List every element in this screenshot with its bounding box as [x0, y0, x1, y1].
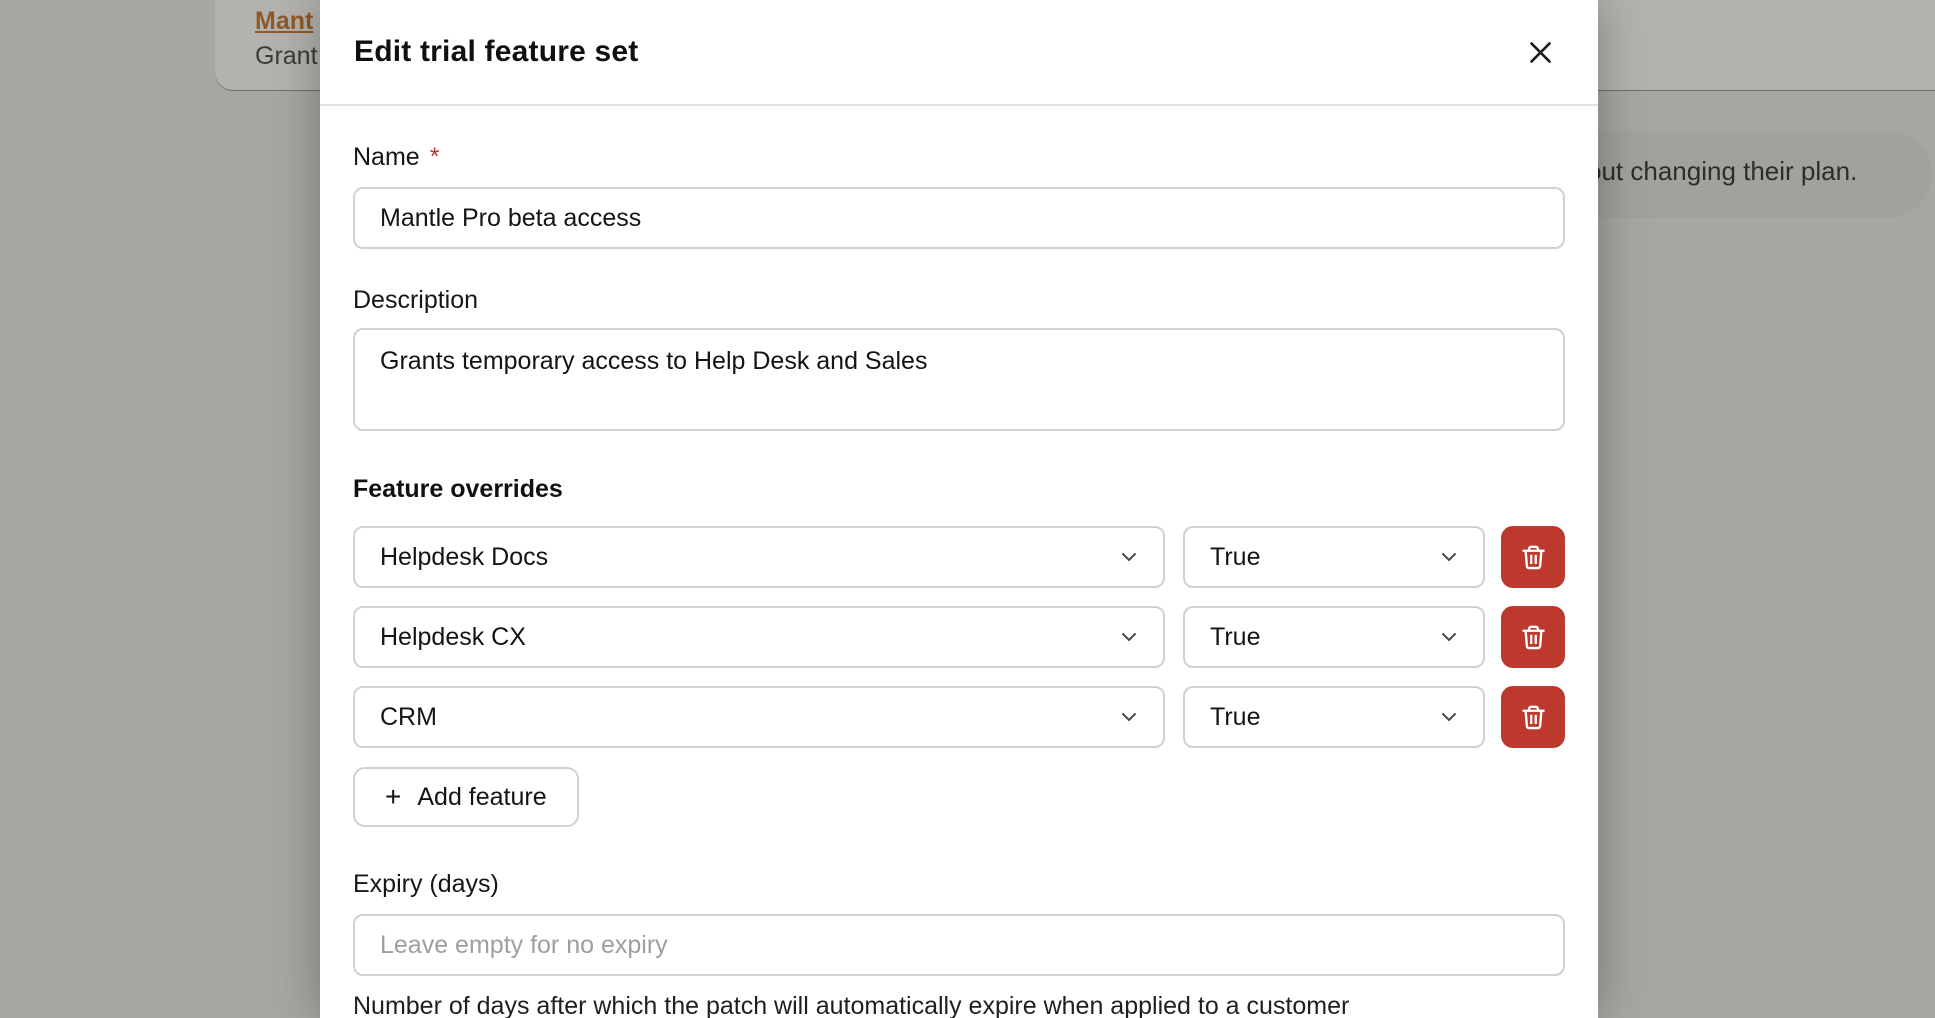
background-card-description: Grant — [255, 42, 318, 70]
trash-icon — [1520, 624, 1547, 651]
dialog-body: Name * Description Grants temporary acces… — [320, 143, 1598, 1018]
feature-override-row: Helpdesk CX True — [353, 606, 1565, 668]
feature-override-row: Helpdesk Docs True — [353, 526, 1565, 588]
feature-select[interactable]: Helpdesk CX — [353, 606, 1165, 668]
delete-override-button[interactable] — [1501, 606, 1565, 668]
value-select-value: True — [1210, 702, 1261, 731]
value-select[interactable]: True — [1183, 606, 1485, 668]
trash-icon — [1520, 544, 1547, 571]
required-asterisk: * — [429, 143, 440, 171]
add-feature-button[interactable]: + Add feature — [353, 767, 579, 827]
background-feature-set-link[interactable]: Mant — [255, 7, 314, 35]
feature-select-value: Helpdesk Docs — [380, 542, 549, 571]
value-select[interactable]: True — [1183, 526, 1485, 588]
chevron-down-icon — [1117, 545, 1141, 569]
delete-override-button[interactable] — [1501, 686, 1565, 748]
edit-trial-feature-set-dialog: Edit trial feature set Name * Description… — [320, 0, 1598, 1018]
value-select-value: True — [1210, 542, 1261, 571]
close-button[interactable] — [1518, 30, 1562, 74]
name-input[interactable] — [353, 187, 1565, 249]
value-select[interactable]: True — [1183, 686, 1485, 748]
plus-icon: + — [385, 781, 402, 812]
expiry-help-text: Number of days after which the patch wil… — [353, 992, 1350, 1018]
chevron-down-icon — [1437, 705, 1461, 729]
expiry-input[interactable] — [353, 914, 1565, 976]
chevron-down-icon — [1437, 545, 1461, 569]
value-select-value: True — [1210, 622, 1261, 651]
chevron-down-icon — [1117, 705, 1141, 729]
name-label-text: Name — [353, 143, 420, 171]
chevron-down-icon — [1117, 625, 1141, 649]
feature-select-value: Helpdesk CX — [380, 622, 526, 651]
expiry-label: Expiry (days) — [353, 870, 499, 898]
delete-override-button[interactable] — [1501, 526, 1565, 588]
add-feature-button-label: Add feature — [417, 782, 547, 811]
trash-icon — [1520, 704, 1547, 731]
feature-select[interactable]: Helpdesk Docs — [353, 526, 1165, 588]
dialog-title: Edit trial feature set — [354, 35, 639, 68]
feature-select[interactable]: CRM — [353, 686, 1165, 748]
description-input[interactable]: Grants temporary access to Help Desk and… — [353, 328, 1565, 431]
background-banner — [1540, 131, 1932, 218]
feature-override-row: CRM True — [353, 686, 1565, 748]
dialog-header: Edit trial feature set — [320, 0, 1598, 106]
feature-overrides-heading: Feature overrides — [353, 475, 563, 503]
x-icon — [1525, 37, 1556, 68]
feature-select-value: CRM — [380, 702, 437, 731]
chevron-down-icon — [1437, 625, 1461, 649]
background-banner-text: out changing their plan. — [1587, 156, 1858, 186]
name-label: Name * — [353, 143, 1565, 172]
description-label: Description — [353, 286, 479, 314]
